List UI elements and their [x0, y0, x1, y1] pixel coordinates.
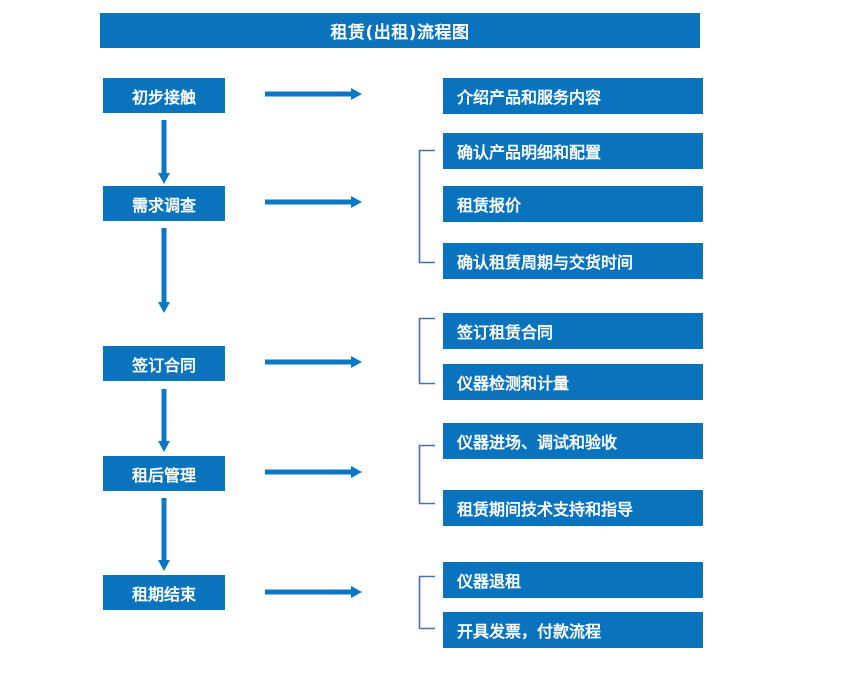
- detail-box-label: 介绍产品和服务内容: [457, 88, 602, 107]
- detail-box-g2-3[interactable]: 确认租赁周期与交货时间: [443, 243, 703, 279]
- flow-arrow-vertical-2-head: [158, 302, 170, 313]
- detail-box-g2-2[interactable]: 租赁报价: [443, 186, 703, 222]
- detail-box-label: 开具发票，付款流程: [457, 622, 602, 641]
- detail-box-g3-1[interactable]: 签订租赁合同: [443, 313, 703, 349]
- detail-box-g2-1[interactable]: 确认产品明细和配置: [443, 133, 703, 169]
- detail-box-label: 仪器退租: [457, 572, 522, 591]
- flow-arrow-horizontal-5-head: [351, 586, 362, 598]
- group-bracket-5: [418, 575, 435, 630]
- stage-box-5[interactable]: 租期结束: [103, 575, 225, 610]
- page-title: 租赁(出租)流程图: [100, 13, 700, 48]
- flow-arrow-horizontal-2-head: [351, 196, 362, 208]
- detail-box-g1-1[interactable]: 介绍产品和服务内容: [443, 78, 703, 114]
- stage-box-1[interactable]: 初步接触: [103, 78, 225, 113]
- stage-box-2[interactable]: 需求调查: [103, 186, 225, 221]
- stage-box-4[interactable]: 租后管理: [103, 456, 225, 491]
- stage-box-label: 需求调查: [131, 195, 196, 215]
- detail-box-label: 确认租赁周期与交货时间: [457, 253, 634, 272]
- stage-box-label: 初步接触: [131, 87, 196, 107]
- detail-box-label: 签订租赁合同: [457, 323, 554, 342]
- detail-box-g5-2[interactable]: 开具发票，付款流程: [443, 612, 703, 648]
- flow-arrow-vertical-1-head: [158, 173, 170, 184]
- flow-arrow-horizontal-3-head: [351, 356, 362, 368]
- detail-box-label: 仪器进场、调试和验收: [457, 433, 618, 452]
- group-bracket-2: [418, 149, 435, 264]
- detail-box-g4-2[interactable]: 租赁期间技术支持和指导: [443, 490, 703, 526]
- group-bracket-3: [418, 317, 435, 385]
- group-bracket-4: [418, 444, 435, 505]
- detail-box-label: 仪器检测和计量: [457, 374, 570, 393]
- flow-arrow-vertical-3-head: [158, 441, 170, 452]
- detail-box-g4-1[interactable]: 仪器进场、调试和验收: [443, 423, 703, 459]
- detail-box-g5-1[interactable]: 仪器退租: [443, 562, 703, 598]
- detail-box-label: 租赁报价: [457, 196, 522, 215]
- detail-box-label: 租赁期间技术支持和指导: [457, 500, 634, 519]
- flow-arrow-vertical-4-head: [158, 560, 170, 571]
- stage-box-label: 租期结束: [131, 584, 196, 604]
- detail-box-g3-2[interactable]: 仪器检测和计量: [443, 364, 703, 400]
- stage-box-3[interactable]: 签订合同: [103, 346, 225, 381]
- detail-box-label: 确认产品明细和配置: [457, 143, 602, 162]
- flow-arrow-horizontal-4-head: [351, 466, 362, 478]
- stage-box-label: 租后管理: [131, 465, 196, 485]
- stage-box-label: 签订合同: [131, 355, 196, 375]
- flow-arrow-horizontal-1-head: [351, 88, 362, 100]
